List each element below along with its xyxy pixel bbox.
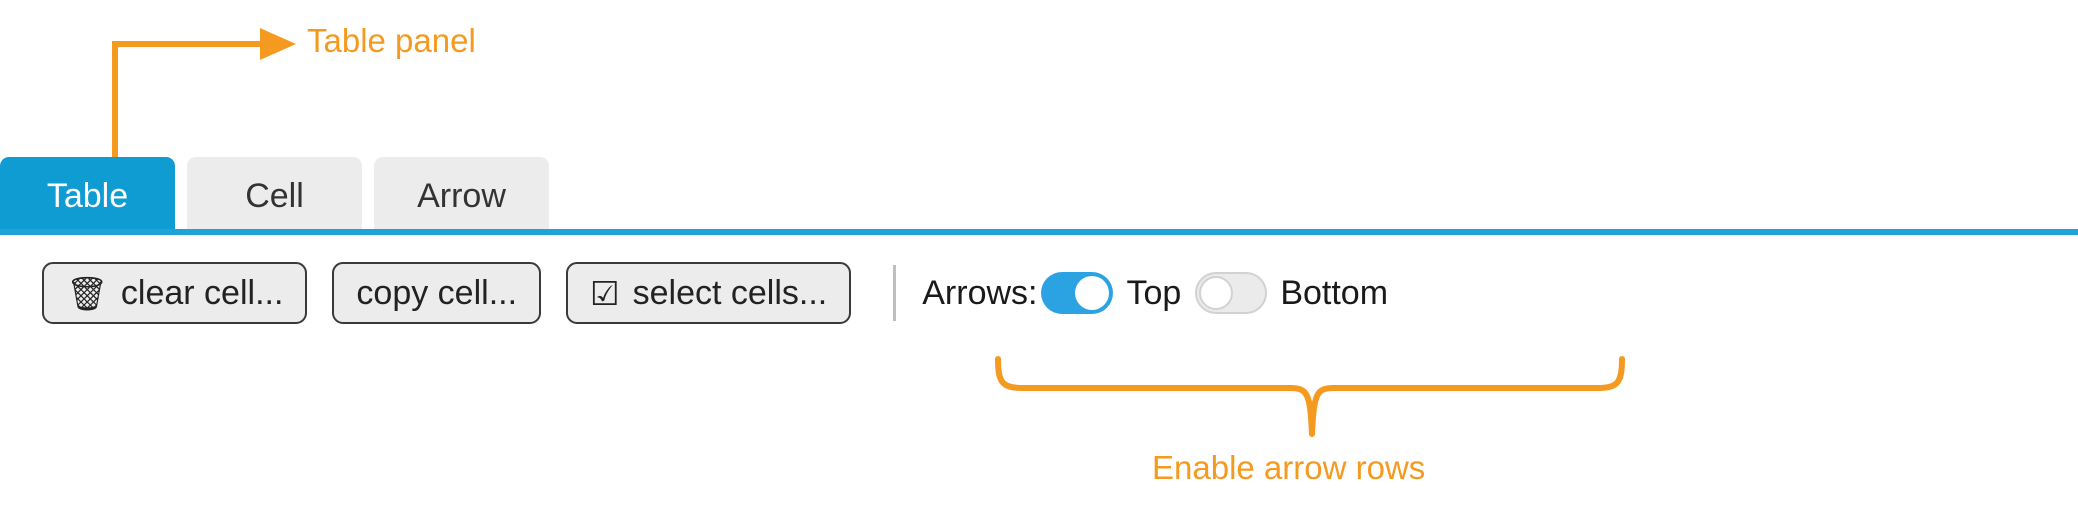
annotation-label-table-panel: Table panel: [307, 22, 476, 59]
arrows-bottom-toggle[interactable]: [1195, 272, 1268, 314]
table-toolbar: 🗑 clear cell... copy cell... ☑ select ce…: [42, 261, 1388, 325]
arrows-toggles: Arrows: Top Bottom: [922, 272, 1388, 314]
tab-arrow[interactable]: Arrow: [374, 157, 549, 235]
arrows-group-label: Arrows:: [922, 273, 1038, 312]
arrows-bottom-toggle-knob: [1199, 276, 1234, 310]
tab-cell[interactable]: Cell: [187, 157, 362, 235]
clear-cell-button[interactable]: 🗑 clear cell...: [42, 262, 308, 324]
toolbar-divider: [893, 265, 897, 321]
tab-arrow-label: Arrow: [417, 176, 506, 215]
arrows-top-label: Top: [1126, 273, 1182, 312]
annotation-label-enable-arrow-rows: Enable arrow rows: [1152, 449, 1426, 486]
arrows-bottom-label: Bottom: [1280, 273, 1389, 312]
tab-cell-label: Cell: [245, 176, 304, 215]
tab-table-label: Table: [46, 176, 129, 215]
arrows-top-toggle[interactable]: [1041, 272, 1114, 314]
select-cells-button[interactable]: ☑ select cells...: [566, 262, 852, 324]
tab-table[interactable]: Table: [0, 157, 175, 235]
tab-bar-underline: [0, 229, 2078, 235]
copy-cell-label: copy cell...: [356, 273, 518, 312]
clear-cell-label: clear cell...: [120, 273, 284, 312]
select-cells-label: select cells...: [632, 273, 828, 312]
copy-cell-button[interactable]: copy cell...: [332, 262, 542, 324]
arrows-top-toggle-knob: [1075, 276, 1110, 310]
trash-icon: 🗑: [66, 274, 108, 312]
enable-arrow-rows-brace: [995, 356, 1625, 437]
checkbox-icon: ☑: [590, 274, 620, 312]
tab-bar: Table Cell Arrow: [0, 132, 2078, 235]
